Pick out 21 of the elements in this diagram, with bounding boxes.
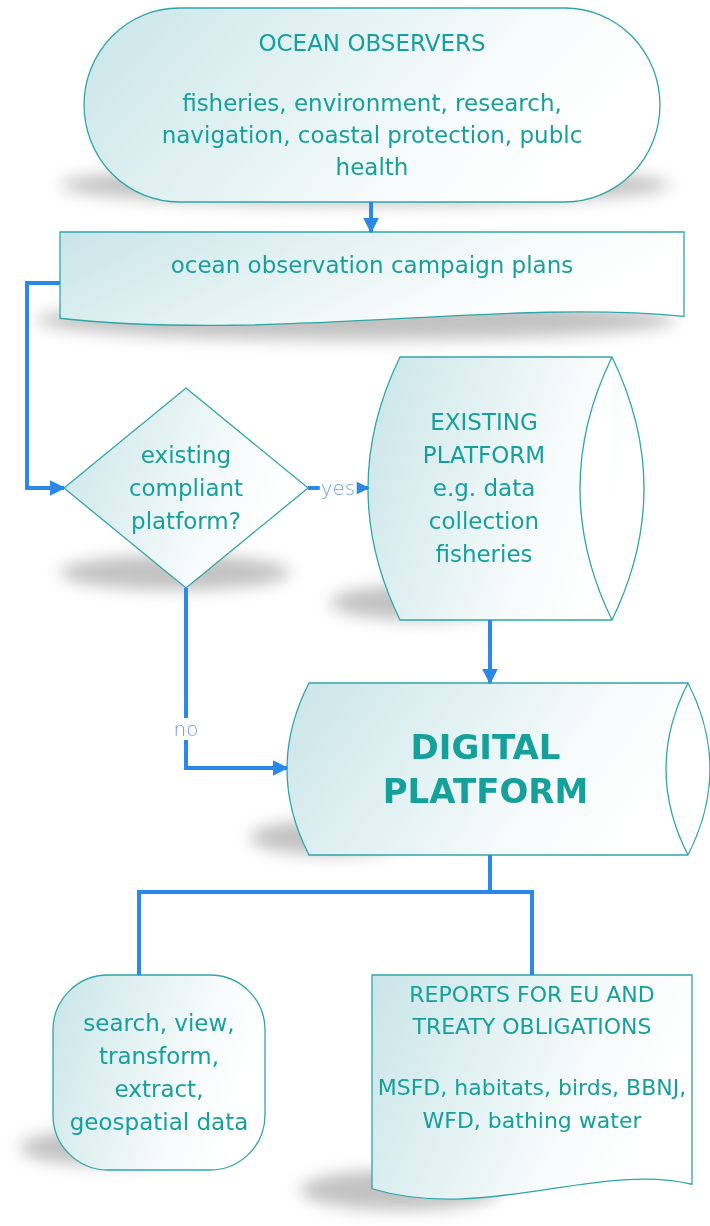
stored-data-shape bbox=[368, 357, 644, 620]
node-text: e.g. data collection fisheries bbox=[427, 474, 541, 569]
node-text: ocean observation campaign plans bbox=[170, 250, 574, 280]
arrow bbox=[25, 281, 66, 496]
arrow bbox=[482, 620, 498, 685]
arrow bbox=[363, 202, 379, 234]
node-text: existing compliant platform? bbox=[127, 440, 245, 536]
document-shape bbox=[372, 975, 692, 1200]
node-text: MSFD, habitats, birds, BBNJ, WFD, bathing water bbox=[376, 1074, 688, 1135]
node-heading: OCEAN OBSERVERS bbox=[258, 29, 486, 58]
stored-data-shape bbox=[287, 683, 710, 855]
edge-label: no bbox=[172, 718, 200, 740]
node-heading: REPORTS FOR EU AND TREATY OBLIGATIONS bbox=[408, 981, 656, 1041]
decision-diamond bbox=[64, 388, 308, 588]
node-text: fisheries, environment, research, navigation, coastal protection, publc health bbox=[160, 89, 584, 182]
terminator-shape bbox=[84, 8, 660, 202]
node-text: search, view, transform, extract, geospatial data bbox=[68, 1008, 250, 1137]
node-text: DIGITAL PLATFORM bbox=[381, 726, 590, 813]
rounded-shape bbox=[53, 975, 265, 1170]
connector-line bbox=[488, 855, 534, 975]
arrow bbox=[184, 588, 289, 776]
